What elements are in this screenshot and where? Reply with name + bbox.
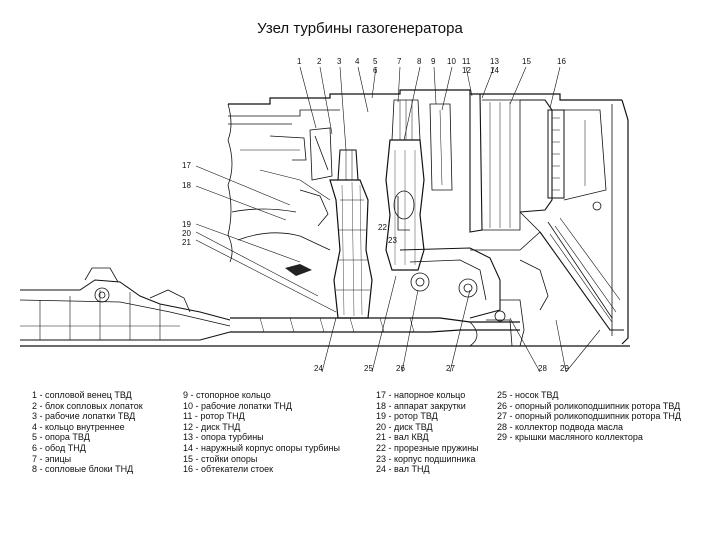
low-pressure-shaft (230, 317, 520, 333)
legend-item: 17 - напорное кольцо (376, 390, 466, 400)
callout-12: 12 (462, 66, 471, 75)
flow-path-details (231, 135, 331, 276)
legend-item: 24 - вал ТНД (376, 464, 430, 475)
legend-item: 1 - сопловой венец ТВД (32, 390, 132, 400)
callout-18: 18 (182, 181, 191, 190)
legend-item: 19 - ротор ТВД (376, 411, 438, 422)
legend-column-3: 17 - напорное кольцо 18 - аппарат закрут… (376, 390, 479, 475)
legend-item: 20 - диск ТВД (376, 421, 433, 432)
callout-25: 25 (364, 364, 373, 372)
callout-24: 24 (314, 364, 323, 372)
callout-9: 9 (431, 57, 436, 66)
legend-item: 23 - корпус подшипника (376, 453, 476, 464)
legend-item: 3 - рабочие лопатки ТВД (32, 411, 136, 422)
legend-column-2: 9 - стопорное кольцо 10 - рабочие лопатк… (183, 390, 340, 475)
callout-15: 15 (522, 57, 531, 66)
callout-3: 3 (337, 57, 342, 66)
legend-item: 29 - крышки масляного коллектора (497, 432, 643, 443)
hp-turbine-disk (309, 127, 373, 319)
legend-item: 8 - сопловые блоки ТНД (32, 464, 134, 475)
legend-item: 27 - опорный роликоподшипник ротора ТНД (497, 411, 681, 422)
legend-column-4: 25 - носок ТВД 26 - опорный роликоподшип… (497, 390, 681, 443)
legend-item: 13 - опора турбины (183, 432, 264, 443)
callout-21: 21 (182, 238, 191, 247)
callout-26: 26 (396, 364, 405, 372)
callout-5: 5 (373, 57, 378, 66)
legend-item: 12 - диск ТНД (183, 421, 241, 432)
bearing-housing (399, 247, 549, 347)
turbine-assembly-drawing: 1 2 3 4 5 6 7 8 9 10 11 12 13 14 15 16 1… (19, 57, 630, 372)
callout-10: 10 (447, 57, 456, 66)
legend-item: 6 - обод ТНД (32, 442, 86, 453)
legend-item: 2 - блок сопловых лопаток (32, 400, 143, 411)
legend-item: 22 - прорезные пружины (376, 442, 479, 453)
callout-17: 17 (182, 161, 191, 170)
callout-23: 23 (388, 236, 397, 245)
legend-item: 25 - носок ТВД (497, 390, 559, 400)
callout-8: 8 (417, 57, 422, 66)
callout-11: 11 (462, 57, 471, 66)
turbine-support-struts (469, 93, 607, 251)
legend-item: 10 - рабочие лопатки ТНД (183, 400, 292, 411)
outer-casing (227, 89, 629, 345)
callout-20: 20 (182, 229, 191, 238)
legend-item: 28 - коллектор подвода масла (497, 421, 624, 432)
left-shaft-section (19, 267, 630, 347)
callout-1: 1 (297, 57, 302, 66)
callout-7: 7 (397, 57, 402, 66)
callout-27: 27 (446, 364, 455, 372)
callout-6: 6 (373, 66, 378, 75)
legend-column-1: 1 - сопловой венец ТВД 2 - блок сопловых… (32, 390, 143, 475)
callout-4: 4 (355, 57, 360, 66)
callout-28: 28 (538, 364, 547, 372)
legend-item: 18 - аппарат закрутки (376, 400, 466, 411)
callout-19: 19 (182, 220, 191, 229)
legend-item: 4 - кольцо внутреннее (32, 421, 125, 432)
legend-item: 9 - стопорное кольцо (183, 390, 271, 400)
legend-item: 7 - эпицы (32, 453, 72, 464)
legend-item: 5 - опора ТВД (32, 432, 90, 443)
callout-14: 14 (490, 66, 499, 75)
legend-item: 26 - опорный роликоподшипник ротора ТВД (497, 400, 681, 411)
callout-13: 13 (490, 57, 499, 66)
legend-item: 15 - стойки опоры (183, 453, 258, 464)
legend-item: 14 - наружный корпус опоры турбины (183, 442, 340, 453)
legend-item: 21 - вал КВД (376, 432, 429, 443)
legend-item: 16 - обтекатели стоек (183, 464, 274, 475)
page-title: Узел турбины газогенератора (257, 20, 463, 37)
callout-16: 16 (557, 57, 566, 66)
leader-lines (195, 66, 601, 372)
callout-2: 2 (317, 57, 322, 66)
legend-item: 11 - ротор ТНД (183, 411, 245, 422)
callout-29: 29 (560, 364, 569, 372)
callout-22: 22 (378, 223, 387, 232)
